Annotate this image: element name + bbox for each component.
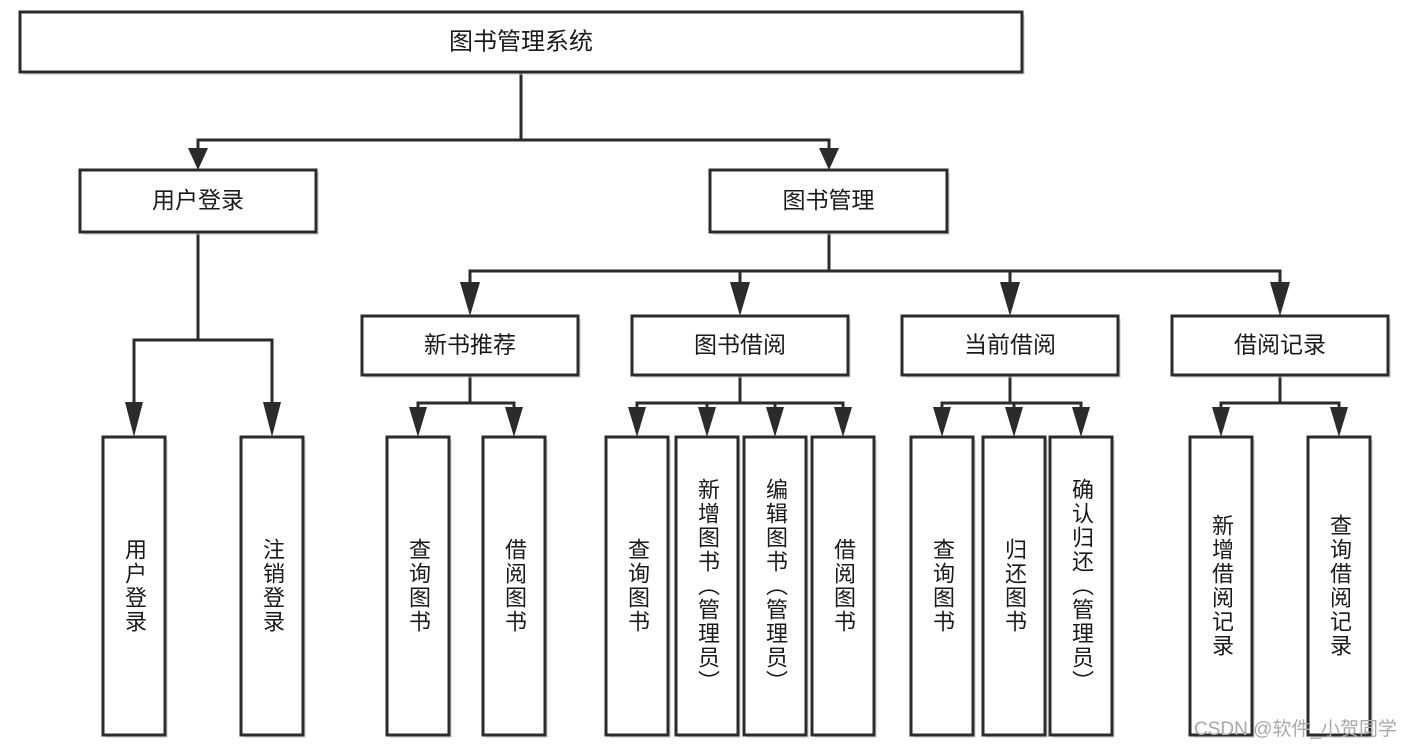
node-label-book-management: 图书管理	[783, 187, 875, 213]
node-label-book-borrow: 图书借阅	[694, 332, 786, 358]
arrow-head-leaf-borrow-book	[834, 407, 852, 437]
node-box-book-borrow[interactable]	[630, 314, 850, 377]
box-layer	[18, 10, 1391, 738]
arrow-head-leaf-return-book	[1005, 407, 1023, 437]
node-box-leaf-query-book-borrow[interactable]	[604, 435, 670, 737]
arrow-head-leaf-borrow-book-new	[505, 407, 523, 437]
arrow-head-book-management	[819, 148, 839, 170]
node-label-title: 图书管理系统	[449, 28, 593, 55]
arrow-head-book-borrow	[730, 282, 750, 316]
node-box-leaf-borrow-book[interactable]	[810, 435, 876, 737]
node-box-borrow-record[interactable]	[1170, 314, 1390, 377]
node-label-borrow-record: 借阅记录	[1234, 332, 1326, 358]
arrow-head-current-borrow	[1000, 282, 1020, 316]
arrow-head-leaf-query-book-borrow	[628, 407, 646, 437]
node-box-leaf-edit-book[interactable]	[742, 435, 808, 737]
node-box-book-management[interactable]	[708, 168, 949, 234]
node-label-current-borrow: 当前借阅	[964, 332, 1056, 358]
arrow-head-leaf-confirm-return	[1072, 407, 1090, 437]
arrow-head-leaf-logout	[263, 402, 281, 437]
node-box-leaf-query-borrow-record[interactable]	[1306, 435, 1372, 737]
node-box-leaf-borrow-book-new[interactable]	[481, 435, 547, 737]
connector-layer	[125, 70, 1348, 437]
arrow-head-leaf-query-borrow-record	[1330, 407, 1348, 437]
watermark-text: CSDN @软件_小贺同学	[1194, 719, 1397, 740]
node-box-new-book-recommend[interactable]	[360, 314, 580, 377]
node-box-leaf-query-book-current[interactable]	[909, 435, 975, 737]
node-box-title[interactable]	[18, 10, 1024, 74]
arrow-head-user-login	[188, 148, 208, 170]
node-box-leaf-user-login[interactable]	[101, 435, 167, 737]
node-box-leaf-query-book-new[interactable]	[385, 435, 451, 737]
arrow-head-borrow-record	[1270, 282, 1290, 316]
arrow-head-leaf-add-borrow-record	[1212, 407, 1230, 437]
node-box-user-login[interactable]	[78, 168, 318, 234]
arrow-head-leaf-user-login	[125, 402, 143, 437]
node-label-user-login: 用户登录	[152, 187, 244, 213]
node-label-new-book-recommend: 新书推荐	[424, 332, 516, 358]
node-box-leaf-add-book[interactable]	[674, 435, 740, 737]
arrow-head-leaf-edit-book	[766, 407, 784, 437]
node-box-leaf-add-borrow-record[interactable]	[1188, 435, 1254, 737]
arrow-head-leaf-query-book-new	[409, 407, 427, 437]
arrow-head-new-book-recommend	[460, 282, 480, 316]
arrow-head-leaf-query-book-current	[933, 407, 951, 437]
arrow-head-leaf-add-book	[698, 407, 716, 437]
node-box-leaf-confirm-return[interactable]	[1048, 435, 1114, 737]
node-box-current-borrow[interactable]	[900, 314, 1120, 377]
node-box-leaf-return-book[interactable]	[981, 435, 1047, 737]
node-box-leaf-logout[interactable]	[239, 435, 305, 737]
